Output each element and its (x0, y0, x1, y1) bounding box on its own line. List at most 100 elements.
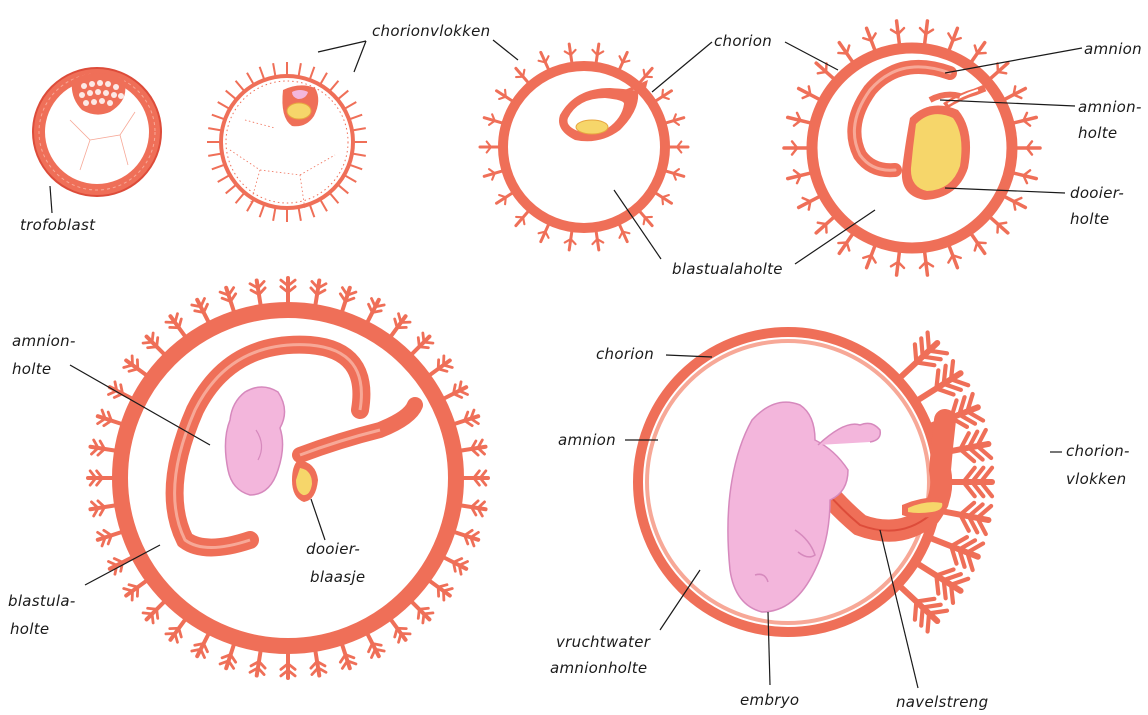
chorion-villus-branch (944, 574, 961, 580)
label-blastulaholte-2: holte (10, 620, 49, 638)
chorion-villus-branch (143, 613, 152, 614)
label-navelstreng: navelstreng (896, 693, 988, 711)
label-chorion-top: chorion (714, 32, 772, 50)
chorion-villus-branch (152, 333, 153, 342)
stage-2-early-chorion (207, 62, 367, 222)
chorion-villus-branch (921, 338, 922, 356)
chorion-villus-branch (847, 242, 849, 250)
chorion-villus-branch (871, 255, 875, 262)
chorion-villus-branch (915, 344, 916, 362)
chorion-villus-branch (847, 45, 849, 53)
chorion-villus-branch (936, 388, 953, 394)
chorion-spike (273, 63, 275, 77)
chorion-villus-branch (459, 391, 467, 395)
chorion-spike (208, 153, 222, 155)
chorion-villus-branch (121, 385, 123, 394)
label-chorion-br: chorion (596, 345, 654, 363)
chorion-villus-branch (936, 576, 938, 594)
chorion-villus-branch (944, 366, 946, 384)
chorion-villus-branch (951, 579, 968, 585)
chorion-villus-branch (201, 298, 205, 306)
chorion-spike (329, 193, 338, 204)
chorion-villus-branch (505, 90, 506, 97)
chorion-villus-branch (399, 633, 401, 642)
chorion-villus-branch (871, 33, 875, 40)
chorion-villus-branch (948, 255, 952, 262)
chorion-villus-branch (936, 370, 938, 388)
chorion-villus-branch (459, 565, 461, 574)
chorion-villus-branch (443, 365, 452, 367)
chorion-spike (212, 115, 225, 120)
chorion-villus-branch (915, 602, 916, 620)
chorion-villus-branch (916, 599, 934, 602)
label-amnion-br: amnion (558, 431, 616, 449)
chorion-spike (298, 63, 300, 77)
label-dooierblaasje-1: dooier- (306, 540, 360, 558)
chorion-villus-branch (1014, 198, 1022, 201)
chorion-villus-branch (192, 649, 201, 651)
chorion-villus-branch (944, 384, 961, 390)
stage-3-chorion (480, 44, 688, 250)
chorion-villus-branch (644, 217, 645, 224)
chorion-villus-branch (998, 72, 1006, 73)
chorion-villus-branch (124, 589, 133, 591)
chorion-villus-branch (108, 561, 116, 565)
chorion-spike (298, 207, 300, 221)
label-amnionholte-bl-2: holte (12, 360, 51, 378)
label-trofoblast: trofoblast (20, 216, 95, 234)
chorion-villus-branch (803, 198, 811, 201)
label-dooierholte-1: dooier- (1070, 184, 1124, 202)
chorion-villus-branch (929, 611, 947, 614)
chorion-villus-branch (951, 585, 953, 603)
chorion-spike (212, 165, 225, 170)
chorion-villus-branch (619, 232, 622, 238)
chorion-villus-branch (372, 311, 381, 313)
chorion-villus-branch (418, 609, 419, 618)
chorion-spike (344, 175, 356, 182)
chorion-villus-branch (179, 319, 181, 328)
chorion-spike (352, 128, 366, 130)
chorion-villus-branch (148, 608, 157, 609)
label-blastualaholte: blastualaholte (672, 260, 783, 278)
chorion-villus-branch (662, 97, 669, 99)
chorion-spike (218, 102, 230, 109)
chorion-villus-branch (114, 559, 122, 563)
chorion-spike (236, 193, 245, 204)
label-chorionvlokken-top: chorionvlokken (372, 22, 490, 40)
label-vruchtwater-1: vruchtwater (556, 633, 650, 651)
chorion-villus-branch (977, 242, 985, 243)
chorion-spike (273, 207, 275, 221)
chorion-villus-branch (395, 628, 397, 637)
chorion-villus-branch (438, 369, 447, 371)
chorion-villus-branch (936, 570, 953, 576)
chorion-spike (260, 204, 265, 217)
chorion-villus-branch (929, 351, 947, 354)
chorion-villus-branch (928, 613, 929, 631)
chorion-villus-branch (662, 197, 663, 204)
chorion-villus-branch (923, 605, 941, 608)
chorion-spike (208, 128, 222, 130)
chorion-villus-branch (998, 223, 1006, 224)
chorion-villus-branch (1014, 95, 1022, 98)
chorion-spike (226, 184, 237, 193)
label-amnion-top: amnion (1084, 40, 1142, 58)
chorion-villus-branch (975, 45, 977, 53)
label-amnionholte-bl-1: amnion- (12, 332, 76, 350)
chorion-spike (236, 81, 245, 92)
chorion-villus-branch (195, 643, 204, 645)
chorion-villus-branch (115, 382, 117, 391)
chorion-villus-branch (423, 614, 424, 623)
chorion-villus-branch (975, 242, 977, 250)
chorion-villus-branch (838, 53, 846, 54)
label-chorionvlokken-br-1: chorion- (1066, 442, 1130, 460)
chorion-villus-branch (838, 242, 846, 243)
chorion-spike (352, 153, 366, 155)
label-chorionvlokken-br-2: vlokken (1066, 470, 1126, 488)
chorion-villus-branch (369, 643, 373, 651)
stage-5-embryo-early (88, 278, 488, 678)
chorion-villus-branch (424, 342, 433, 343)
chorion-villus-branch (921, 607, 922, 625)
chorion-villus-branch (371, 649, 375, 657)
chorion-villus-branch (948, 33, 952, 40)
